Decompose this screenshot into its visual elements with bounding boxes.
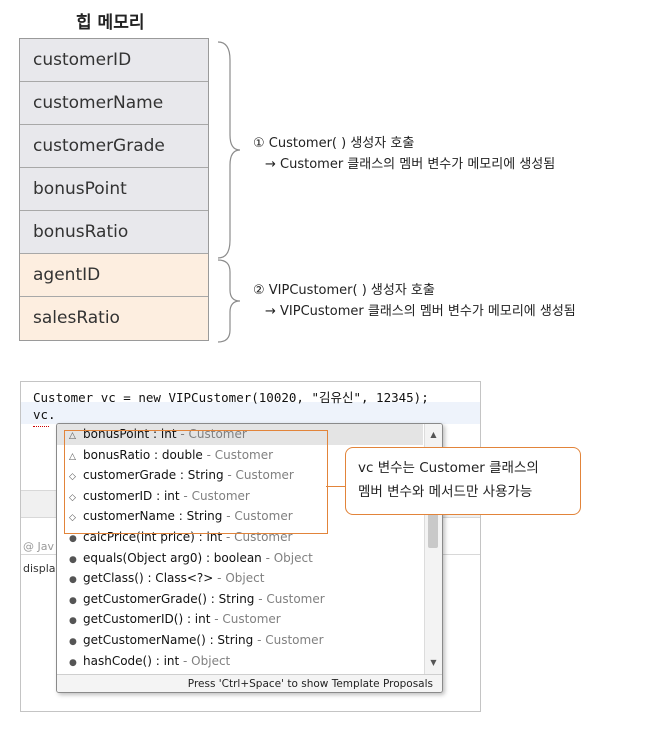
javadoc-tab[interactable]: @ Jav: [23, 540, 54, 553]
proposal-name: getCustomerGrade() : String: [83, 591, 255, 606]
customer-fields-highlight-box: [64, 430, 328, 534]
parent-fields-brace: [217, 41, 241, 259]
child-fields-brace: [217, 259, 241, 343]
proposal-item[interactable]: ◇ customerGrade : String - Customer: [57, 465, 423, 486]
proposal-list[interactable]: △bonusPoint : int - Customer △bonusRatio…: [57, 424, 423, 674]
method-public-icon: ●: [69, 575, 77, 586]
field-protected-icon: △: [69, 451, 76, 462]
heap-memory-title: 힙 메모리: [76, 13, 145, 33]
proposal-owner: - Customer: [223, 468, 294, 483]
heap-field-customer-name: customerName: [20, 82, 208, 125]
current-line-highlight: [21, 402, 480, 424]
field-private-icon: ◇: [69, 513, 76, 524]
callout-line2: 멤버 변수와 메서드만 사용가능: [358, 484, 533, 500]
heap-field-customer-id: customerID: [20, 39, 208, 82]
method-public-icon: ●: [69, 657, 77, 668]
proposal-owner: - Customer: [254, 591, 325, 606]
scroll-down-icon[interactable]: ▼: [430, 658, 437, 667]
proposal-name: customerID : int: [83, 488, 180, 503]
proposal-item[interactable]: ● getCustomerGrade() : String - Customer: [57, 589, 423, 610]
proposal-item[interactable]: ● getCustomerName() : String - Customer: [57, 630, 423, 651]
method-public-icon: ●: [69, 616, 77, 627]
heap-field-bonus-point: bonusPoint: [20, 168, 208, 211]
code-line-2[interactable]: vc.: [33, 407, 56, 422]
proposal-name: getCustomerID() : int: [83, 612, 211, 627]
method-public-icon: ●: [69, 636, 77, 647]
display-tab[interactable]: displa: [23, 562, 56, 575]
heap-field-agent-id: agentID: [20, 254, 208, 297]
proposal-item[interactable]: △ bonusRatio : double - Customer: [57, 445, 423, 466]
heap-field-sales-ratio: salesRatio: [20, 297, 208, 340]
proposal-owner: - Customer: [179, 488, 250, 503]
field-protected-icon: △: [69, 431, 76, 441]
method-public-icon: ●: [69, 595, 77, 606]
proposal-name: getClass() : Class<?>: [83, 571, 214, 586]
proposal-item[interactable]: ● getCustomerID() : int - Customer: [57, 609, 423, 630]
proposal-owner: - Customer: [222, 509, 293, 524]
proposal-item[interactable]: ● equals(Object arg0) : boolean - Object: [57, 548, 423, 569]
proposal-name: bonusRatio : double: [83, 447, 203, 462]
field-private-icon: ◇: [69, 492, 76, 503]
proposal-owner: - Object: [261, 550, 313, 565]
error-squiggle: [33, 423, 49, 427]
parent-note-line1: ① Customer( ) 생성자 호출: [253, 136, 415, 151]
method-public-icon: ●: [69, 533, 77, 544]
field-private-icon: ◇: [69, 472, 76, 483]
child-constructor-note: ② VIPCustomer( ) 생성자 호출 → VIPCustomer 클래…: [253, 280, 576, 322]
parent-note-line2: → Customer 클래스의 멤버 변수가 메모리에 생성됨: [265, 157, 556, 172]
proposal-owner: - Object: [213, 571, 265, 586]
heap-field-customer-grade: customerGrade: [20, 125, 208, 168]
annotation-callout: vc 변수는 Customer 클래스의 멤버 변수와 메서드만 사용가능: [345, 447, 581, 515]
proposal-item[interactable]: ● hashCode() : int - Object: [57, 651, 423, 672]
proposal-name: getCustomerName() : String: [83, 632, 254, 647]
proposal-item[interactable]: ◇ customerID : int - Customer: [57, 486, 423, 507]
callout-connector: [326, 486, 346, 487]
scroll-up-icon[interactable]: ▲: [430, 430, 437, 439]
parent-constructor-note: ① Customer( ) 생성자 호출 → Customer 클래스의 멤버 …: [253, 133, 555, 175]
method-public-icon: ●: [69, 554, 77, 565]
proposal-item[interactable]: ◇ customerName : String - Customer: [57, 506, 423, 527]
proposal-name: hashCode() : int: [83, 653, 180, 668]
proposal-owner: - Customer: [253, 632, 324, 647]
proposal-name: customerGrade : String: [83, 468, 224, 483]
proposal-owner: - Customer: [202, 447, 274, 462]
proposal-item[interactable]: ● getClass() : Class<?> - Object: [57, 568, 423, 589]
proposal-name: customerName : String: [83, 509, 223, 524]
assist-status-footer: Press 'Ctrl+Space' to show Template Prop…: [57, 674, 442, 692]
child-note-line1: ② VIPCustomer( ) 생성자 호출: [253, 283, 435, 298]
proposal-name: equals(Object arg0) : boolean: [83, 550, 262, 565]
heap-memory-box: customerID customerName customerGrade bo…: [19, 38, 209, 341]
proposal-owner: - Customer: [210, 612, 281, 627]
callout-line1: vc 변수는 Customer 클래스의: [358, 460, 539, 476]
content-assist-popup[interactable]: △bonusPoint : int - Customer △bonusRatio…: [56, 423, 443, 693]
child-note-line2: → VIPCustomer 클래스의 멤버 변수가 메모리에 생성됨: [265, 304, 576, 319]
code-line-1[interactable]: Customer vc = new VIPCustomer(10020, "김유…: [33, 390, 429, 405]
proposal-owner: - Object: [179, 653, 231, 668]
heap-field-bonus-ratio: bonusRatio: [20, 211, 208, 254]
